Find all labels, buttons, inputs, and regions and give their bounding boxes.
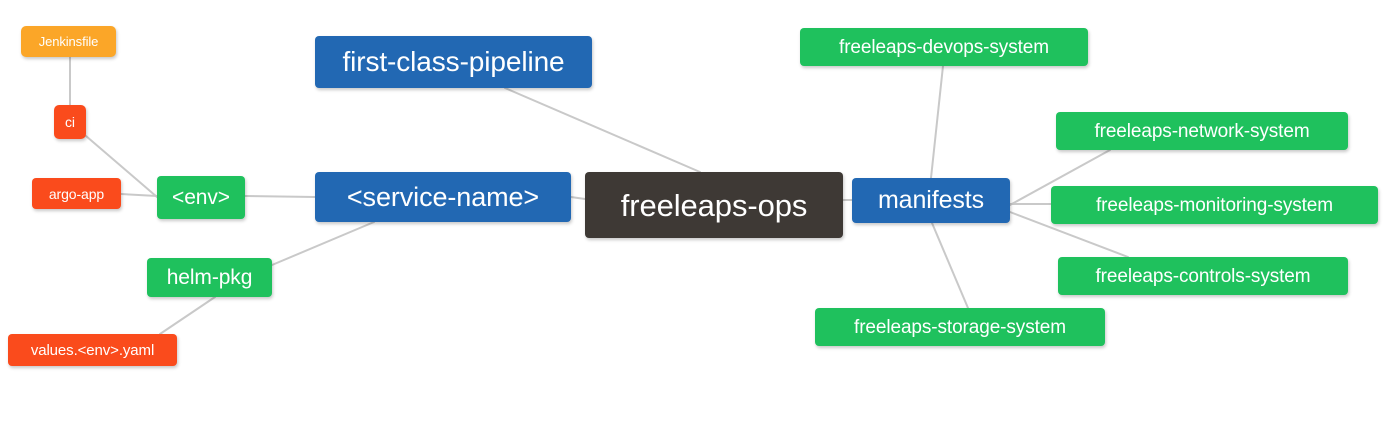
node-manifests[interactable]: manifests — [852, 178, 1010, 223]
node-freeleaps-monitoring-system[interactable]: freeleaps-monitoring-system — [1051, 186, 1378, 224]
node-helm-pkg[interactable]: helm-pkg — [147, 258, 272, 297]
node-label-manifests: manifests — [877, 186, 985, 214]
node-label-ci: ci — [65, 114, 75, 130]
node-label-freeleaps-network-system: freeleaps-network-system — [1094, 120, 1310, 142]
node-label-values-yaml: values.<env>.yaml — [30, 341, 155, 359]
node-argo-app[interactable]: argo-app — [32, 178, 121, 209]
node-label-argo-app: argo-app — [48, 185, 105, 202]
node-freeleaps-network-system[interactable]: freeleaps-network-system — [1056, 112, 1348, 150]
node-label-first-class-pipeline: first-class-pipeline — [342, 46, 565, 77]
node-label-jenkinsfile: Jenkinsfile — [38, 34, 99, 49]
node-label-freeleaps-ops: freeleaps-ops — [620, 187, 808, 223]
node-freeleaps-ops[interactable]: freeleaps-ops — [585, 172, 843, 238]
node-label-freeleaps-storage-system: freeleaps-storage-system — [854, 316, 1066, 338]
node-first-class-pipeline[interactable]: first-class-pipeline — [315, 36, 592, 88]
node-service-name[interactable]: <service-name> — [315, 172, 571, 222]
node-freeleaps-controls-system[interactable]: freeleaps-controls-system — [1058, 257, 1348, 295]
node-label-freeleaps-controls-system: freeleaps-controls-system — [1095, 265, 1311, 287]
node-jenkinsfile[interactable]: Jenkinsfile — [21, 26, 116, 57]
node-label-freeleaps-monitoring-system: freeleaps-monitoring-system — [1096, 194, 1333, 216]
node-freeleaps-devops-system[interactable]: freeleaps-devops-system — [800, 28, 1088, 66]
node-freeleaps-storage-system[interactable]: freeleaps-storage-system — [815, 308, 1105, 346]
node-label-freeleaps-devops-system: freeleaps-devops-system — [839, 36, 1049, 58]
node-label-service-name: <service-name> — [346, 181, 540, 212]
node-values-yaml[interactable]: values.<env>.yaml — [8, 334, 177, 366]
node-ci[interactable]: ci — [54, 105, 86, 139]
node-label-helm-pkg: helm-pkg — [166, 266, 253, 289]
node-label-env: <env> — [172, 186, 230, 209]
node-env[interactable]: <env> — [157, 176, 245, 219]
